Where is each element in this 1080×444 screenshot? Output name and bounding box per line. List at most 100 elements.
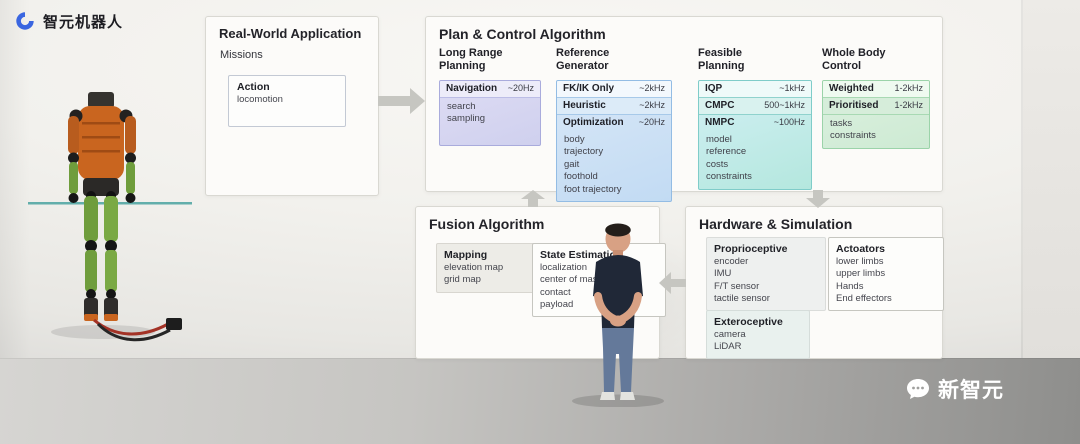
list-item: sampling bbox=[447, 113, 486, 125]
list-item: tasks bbox=[830, 117, 853, 129]
forearm bbox=[126, 162, 135, 194]
block-rate: ~2kHz bbox=[639, 83, 665, 94]
block-name: FK/IK Only bbox=[563, 83, 615, 95]
panel-real-world-application: Real-World Application Missions Action l… bbox=[205, 16, 379, 196]
robot-hand bbox=[68, 193, 79, 203]
watermark-text: 新智元 bbox=[938, 379, 1004, 402]
item-list: body trajectory gait foothold foot traje… bbox=[557, 131, 671, 202]
presenter-shoe bbox=[600, 392, 615, 400]
list-item: encoder bbox=[714, 256, 749, 267]
action-box: Action locomotion bbox=[228, 75, 346, 127]
list-item: IMU bbox=[714, 268, 732, 280]
robot-foot bbox=[84, 298, 98, 318]
panel-plan-control-algorithm: Plan & Control Algorithm Long Range Plan… bbox=[425, 16, 943, 203]
header-line: Control bbox=[822, 60, 862, 73]
column-long-range-planning: Long Range Planning Navigation ~20Hz sea… bbox=[439, 47, 541, 146]
column-reference-generator: Reference Generator FK/IK Only ~2kHz Heu… bbox=[556, 47, 672, 203]
list-item: search bbox=[447, 100, 476, 112]
feasible-planning-block: IQP ~1kHz CMPC 500~1kHz NMPC ~100Hz mode… bbox=[698, 79, 812, 190]
weighted-row: Weighted 1-2kHz bbox=[823, 80, 929, 98]
torso-stripe bbox=[82, 122, 120, 125]
column-header: Reference Generator bbox=[556, 47, 672, 74]
elbow-joint bbox=[68, 152, 79, 164]
actuators-box: Actoators lower limbs upper limbs Hands … bbox=[828, 237, 944, 312]
list-item: contact bbox=[540, 286, 571, 298]
panel-title: Fusion Algorithm bbox=[429, 216, 545, 232]
list-item: costs bbox=[706, 158, 729, 170]
torso-stripe bbox=[82, 136, 120, 139]
missions-label: Missions bbox=[220, 49, 263, 61]
panel-title: Hardware & Simulation bbox=[699, 216, 853, 232]
box-title: Exteroceptive bbox=[714, 316, 783, 328]
right-wall bbox=[1023, 0, 1080, 360]
knee-joint bbox=[105, 240, 117, 252]
presenter-hair bbox=[605, 223, 631, 237]
black-cable bbox=[96, 322, 171, 342]
presenter-hands bbox=[610, 315, 626, 327]
screen-left-shading bbox=[0, 0, 30, 360]
list-item: lower limbs bbox=[836, 256, 884, 267]
list-item: elevation map bbox=[444, 262, 504, 273]
header-line: Long Range bbox=[439, 47, 503, 59]
list-item: tactile sensor bbox=[714, 293, 770, 305]
humanoid-robot-figure bbox=[28, 92, 192, 342]
watermark: 新智元 bbox=[905, 374, 1004, 404]
knee-joint bbox=[85, 240, 97, 252]
presenter-figure bbox=[572, 223, 664, 407]
header-line: Planning bbox=[439, 60, 486, 73]
block-name: Optimization bbox=[563, 117, 624, 129]
list-item: constraints bbox=[706, 171, 752, 183]
thigh bbox=[104, 196, 118, 242]
box-title: Mapping bbox=[444, 249, 488, 261]
cable-connector bbox=[166, 318, 182, 330]
block-rate: ~100Hz bbox=[773, 117, 805, 128]
fkik-row: FK/IK Only ~2kHz bbox=[557, 80, 671, 98]
panel-title: Plan & Control Algorithm bbox=[439, 26, 606, 42]
mapping-box: Mapping elevation map grid map bbox=[436, 243, 544, 293]
list-item: grid map bbox=[444, 274, 481, 286]
reference-generator-block: FK/IK Only ~2kHz Heuristic ~2kHz Optimiz… bbox=[556, 79, 672, 203]
list-item: body bbox=[564, 133, 585, 145]
presenter-jeans bbox=[602, 328, 634, 392]
forearm bbox=[69, 162, 78, 194]
screen-edge-line bbox=[1021, 0, 1023, 360]
list-item: center of mass bbox=[540, 274, 603, 286]
presenter-neck bbox=[613, 250, 623, 257]
item-list: model reference costs constraints bbox=[699, 131, 811, 189]
column-whole-body-control: Whole Body Control Weighted 1-2kHz Prior… bbox=[822, 47, 930, 149]
box-title: State Estimation bbox=[540, 249, 623, 261]
cmpc-row: CMPC 500~1kHz bbox=[699, 97, 811, 115]
list-item: LiDAR bbox=[714, 340, 742, 352]
column-header: Feasible Planning bbox=[698, 47, 812, 74]
list-item: foot trajectory bbox=[564, 183, 622, 195]
block-name: Weighted bbox=[829, 83, 874, 95]
presenter-shadow bbox=[572, 394, 664, 407]
panel-hardware-simulation: Hardware & Simulation Proprioceptive enc… bbox=[685, 206, 944, 359]
navigation-block: Navigation ~20Hz search sampling bbox=[439, 79, 541, 146]
zhiyuan-robot-logo-icon bbox=[16, 12, 34, 30]
header-line: Reference bbox=[556, 47, 610, 59]
elbow-joint bbox=[125, 152, 136, 164]
upper-arm bbox=[68, 116, 79, 154]
panel-title: Real-World Application bbox=[219, 26, 362, 41]
list-item: upper limbs bbox=[836, 268, 886, 280]
optimization-row: Optimization ~20Hz bbox=[557, 115, 671, 131]
block-name: Navigation bbox=[446, 83, 498, 95]
header-line: Whole Body bbox=[822, 47, 886, 59]
header-line: Planning bbox=[698, 60, 745, 73]
box-title: Actoators bbox=[836, 243, 886, 255]
column-header: Long Range Planning bbox=[439, 47, 541, 74]
block-rate: ~20Hz bbox=[507, 83, 534, 94]
block-name: IQP bbox=[705, 83, 723, 95]
navigation-row: Navigation ~20Hz bbox=[440, 80, 540, 98]
block-rate: 1-2kHz bbox=[894, 100, 923, 111]
box-title: Action bbox=[237, 81, 270, 93]
header-line: Feasible bbox=[698, 47, 743, 59]
proprioceptive-box: Proprioceptive encoder IMU F/T sensor ta… bbox=[706, 237, 826, 312]
list-item: foothold bbox=[564, 171, 598, 183]
list-item: payload bbox=[540, 299, 574, 311]
brand-name: 智元机器人 bbox=[43, 13, 124, 31]
robot-head bbox=[88, 92, 114, 108]
list-item: localization bbox=[540, 262, 587, 273]
column-header: Whole Body Control bbox=[822, 47, 930, 74]
